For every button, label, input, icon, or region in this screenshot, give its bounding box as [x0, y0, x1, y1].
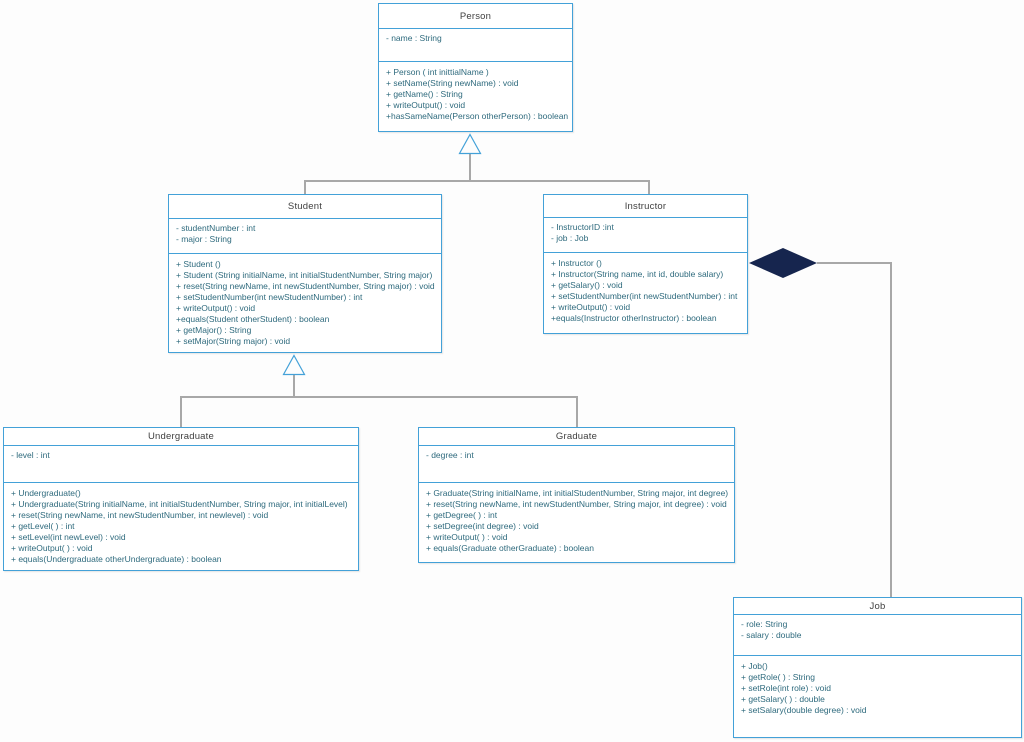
- member-text: + getLevel( ) : int: [11, 521, 75, 531]
- class-box-undergraduate[interactable]: Undergraduate - level : int + Undergradu…: [3, 427, 359, 571]
- member-text: + reset(String newName, int newStudentNu…: [176, 281, 435, 291]
- member-text: + setName(String newName) : void: [386, 78, 519, 88]
- inheritance-drop-instructor[interactable]: [648, 181, 650, 195]
- inheritance-drop-undergraduate[interactable]: [180, 397, 182, 427]
- member-text: + getMajor() : String: [176, 325, 252, 335]
- class-title: Undergraduate: [4, 428, 358, 446]
- attributes-compartment: - InstructorID :int- job : Job: [544, 218, 747, 253]
- member-text: - degree : int: [426, 450, 474, 460]
- member-text: + equals(Undergraduate otherUndergraduat…: [11, 554, 222, 564]
- member-text: +hasSameName(Person otherPerson) : boole…: [386, 111, 569, 121]
- member-text: + Person ( int inittialName ): [386, 67, 489, 77]
- class-title: Instructor: [544, 195, 747, 218]
- member-text: + writeOutput( ) : void: [11, 543, 93, 553]
- member-text: + Instructor(String name, int id, double…: [551, 269, 724, 279]
- class-box-instructor[interactable]: Instructor - InstructorID :int- job : Jo…: [543, 194, 748, 334]
- member-text: + Graduate(String initialName, int initi…: [426, 488, 729, 498]
- member-text: + getName() : String: [386, 89, 463, 99]
- member-text: - studentNumber : int: [176, 223, 256, 233]
- member-text: + Job(): [741, 661, 768, 671]
- member-text: - InstructorID :int: [551, 222, 614, 232]
- composition-line-vertical[interactable]: [890, 262, 892, 597]
- inheritance-triangle-icon[interactable]: [282, 354, 306, 376]
- member-text: + setStudentNumber(int newStudentNumber)…: [176, 292, 363, 302]
- member-text: + writeOutput() : void: [176, 303, 256, 313]
- class-box-graduate[interactable]: Graduate - degree : int + Graduate(Strin…: [418, 427, 735, 563]
- attributes-compartment: - name : String: [379, 29, 572, 62]
- attributes-compartment: - level : int: [4, 446, 358, 483]
- member-text: - role: String: [741, 619, 788, 629]
- member-text: + getSalary( ) : double: [741, 694, 825, 704]
- inheritance-bus-person[interactable]: [304, 180, 650, 182]
- composition-diamond-icon[interactable]: [748, 247, 818, 279]
- methods-compartment: + Student ()+ Student (String initialNam…: [169, 254, 441, 347]
- member-text: - salary : double: [741, 630, 802, 640]
- class-box-job[interactable]: Job - role: String- salary : double + Jo…: [733, 597, 1022, 738]
- member-text: +equals(Student otherStudent) : boolean: [176, 314, 330, 324]
- member-text: + getSalary() : void: [551, 280, 623, 290]
- member-text: + reset(String newName, int newStudentNu…: [426, 499, 727, 509]
- attributes-compartment: - degree : int: [419, 446, 734, 483]
- member-text: + setDegree(int degree) : void: [426, 521, 539, 531]
- class-box-student[interactable]: Student - studentNumber : int- major : S…: [168, 194, 442, 353]
- member-text: + writeOutput() : void: [386, 100, 466, 110]
- member-text: + Student (String initialName, int initi…: [176, 270, 433, 280]
- member-text: + getDegree( ) : int: [426, 510, 498, 520]
- member-text: + reset(String newName, int newStudentNu…: [11, 510, 269, 520]
- member-text: + Student (): [176, 259, 221, 269]
- inheritance-bus-student[interactable]: [180, 396, 578, 398]
- methods-compartment: + Undergraduate()+ Undergraduate(String …: [4, 483, 358, 565]
- class-title: Graduate: [419, 428, 734, 446]
- member-text: + setMajor(String major) : void: [176, 336, 291, 346]
- member-text: + writeOutput() : void: [551, 302, 631, 312]
- member-text: + writeOutput( ) : void: [426, 532, 508, 542]
- member-text: + getRole( ) : String: [741, 672, 815, 682]
- class-title: Person: [379, 4, 572, 29]
- member-text: - job : Job: [551, 233, 589, 243]
- methods-compartment: + Job()+ getRole( ) : String+ setRole(in…: [734, 656, 1021, 716]
- member-text: + setStudentNumber(int newStudentNumber)…: [551, 291, 738, 301]
- member-text: + Undergraduate(): [11, 488, 81, 498]
- class-title: Job: [734, 598, 1021, 615]
- inheritance-triangle-icon[interactable]: [458, 133, 482, 155]
- methods-compartment: + Instructor ()+ Instructor(String name,…: [544, 253, 747, 324]
- member-text: + equals(Graduate otherGraduate) : boole…: [426, 543, 594, 553]
- attributes-compartment: - role: String- salary : double: [734, 615, 1021, 656]
- attributes-compartment: - studentNumber : int- major : String: [169, 219, 441, 254]
- member-text: +equals(Instructor otherInstructor) : bo…: [551, 313, 717, 323]
- class-box-person[interactable]: Person - name : String + Person ( int in…: [378, 3, 573, 132]
- member-text: + Instructor (): [551, 258, 602, 268]
- member-text: + Undergraduate(String initialName, int …: [11, 499, 348, 509]
- member-text: - name : String: [386, 33, 442, 43]
- methods-compartment: + Person ( int inittialName )+ setName(S…: [379, 62, 572, 122]
- member-text: - level : int: [11, 450, 50, 460]
- inheritance-stem-person[interactable]: [469, 154, 471, 181]
- composition-line-horizontal[interactable]: [817, 262, 891, 264]
- member-text: + setRole(int role) : void: [741, 683, 831, 693]
- inheritance-stem-student[interactable]: [293, 374, 295, 397]
- member-text: - major : String: [176, 234, 232, 244]
- inheritance-drop-student[interactable]: [304, 181, 306, 195]
- member-text: + setSalary(double degree) : void: [741, 705, 867, 715]
- inheritance-drop-graduate[interactable]: [576, 397, 578, 427]
- class-title: Student: [169, 195, 441, 219]
- member-text: + setLevel(int newLevel) : void: [11, 532, 126, 542]
- methods-compartment: + Graduate(String initialName, int initi…: [419, 483, 734, 554]
